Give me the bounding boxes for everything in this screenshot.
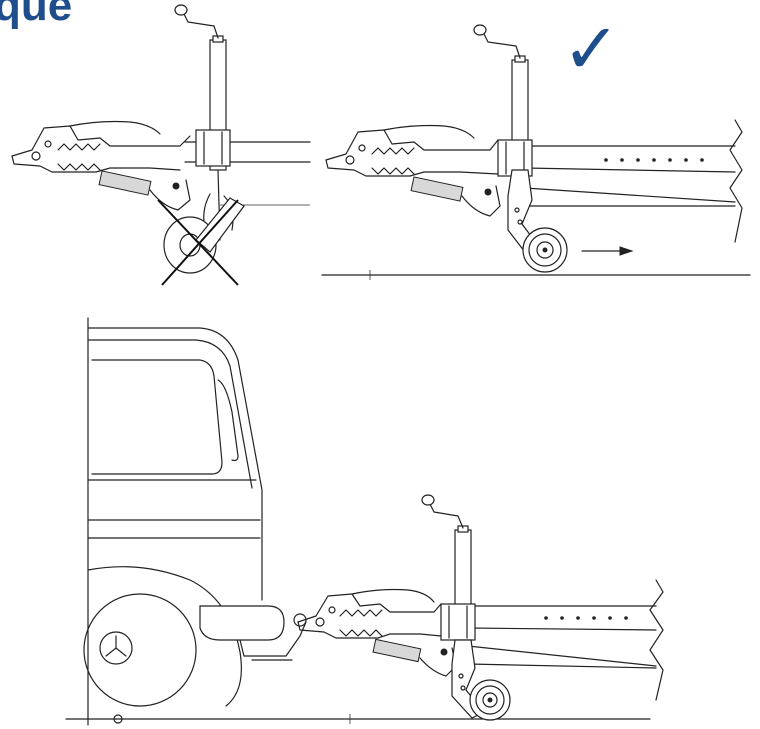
crank-knob-icon <box>473 24 487 36</box>
scene-hitched <box>65 317 664 726</box>
checkmark-icon: ✓ <box>562 8 621 90</box>
tow-ball <box>293 613 307 627</box>
crank-knob-icon <box>174 4 188 16</box>
car-icon <box>83 327 307 707</box>
scene-incorrect <box>11 4 311 286</box>
scene-correct <box>321 24 751 280</box>
crank-knob-icon <box>421 494 435 506</box>
arrow-right-icon <box>581 246 634 256</box>
page-title: que <box>0 0 73 30</box>
cross-mark-icon <box>157 199 239 286</box>
